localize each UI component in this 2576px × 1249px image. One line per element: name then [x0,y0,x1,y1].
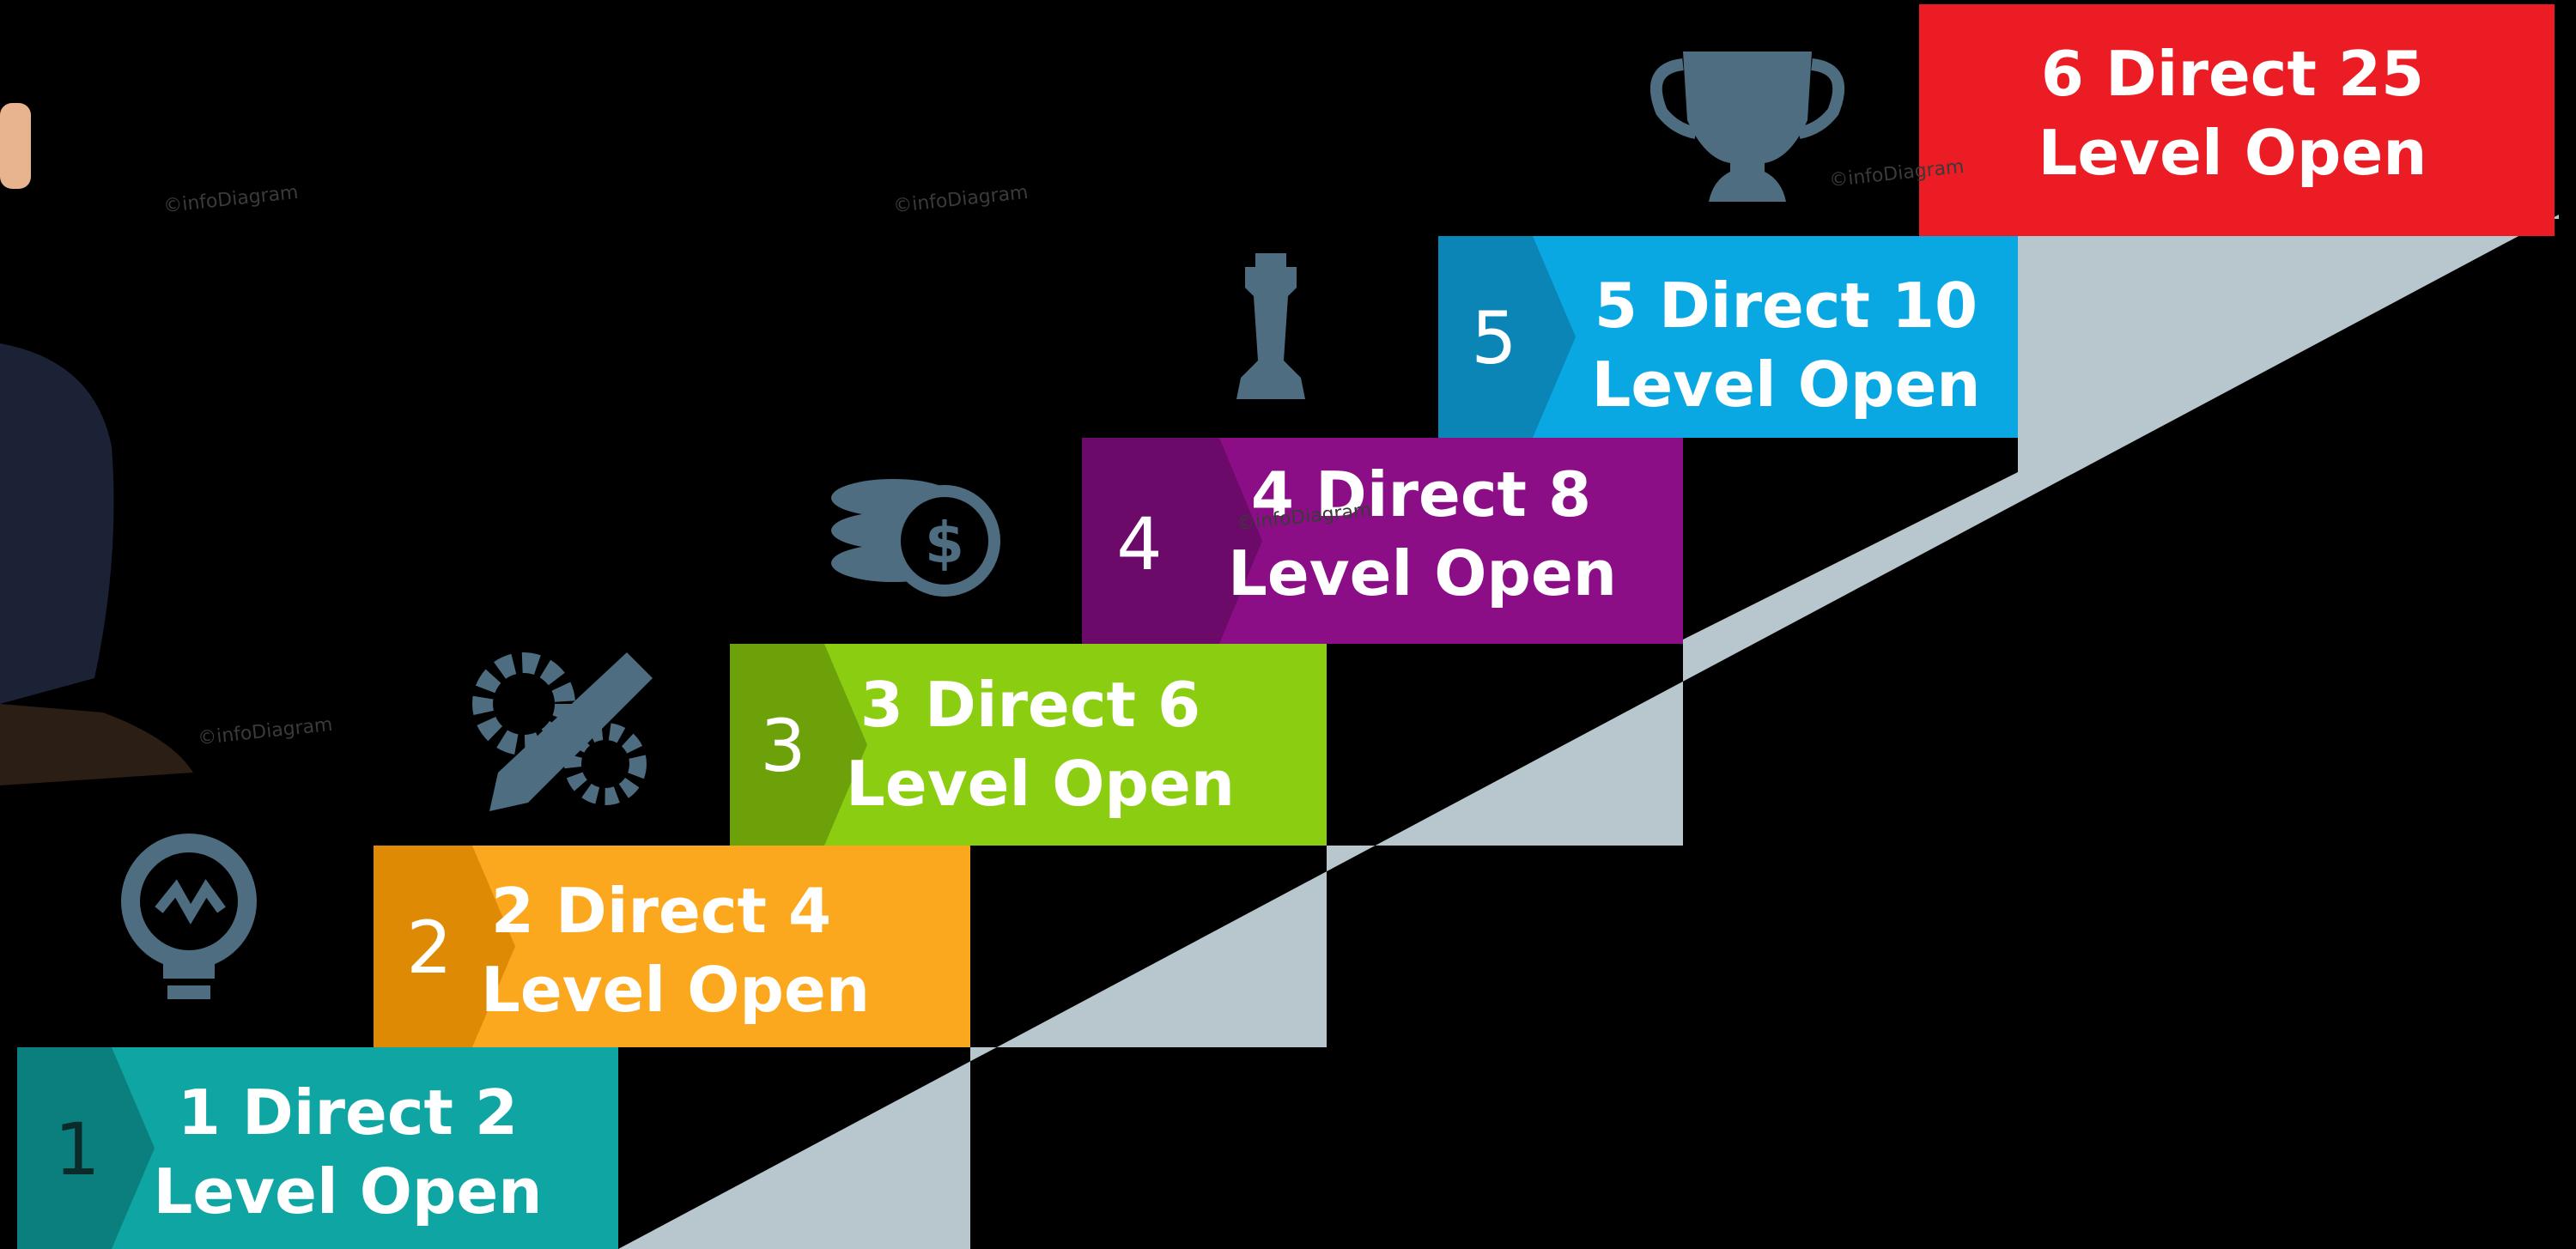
chess-rook-icon [1236,253,1305,399]
step-6-title: 6 Direct 25 [2040,38,2425,110]
step-5-number-tab [1438,236,1576,438]
step-2-number: 2 [406,906,453,990]
dollar-coin [889,485,1000,597]
step-4-subtitle: Level Open [1228,537,1618,609]
lightbulb-filament [155,879,226,925]
step-1-label: 1 Direct 2 Level Open [146,1073,550,1231]
step-5-number: 5 [1471,296,1517,380]
rook-gap-2 [1286,252,1298,267]
step-3-number: 3 [760,704,806,788]
step-3-subtitle: Level Open [846,748,1236,820]
step-2-number-tab [374,846,515,1047]
step-1-number-tab [17,1047,155,1249]
step-4-label: 4 Direct 8 Level Open [1228,455,1618,613]
gear-small [564,723,647,805]
trophy-handle-left [1649,58,1698,139]
dollar-sign: $ [925,510,964,576]
rook-gap-1 [1243,252,1255,267]
step-3-title: 3 Direct 6 [860,669,1201,741]
shoe-icon [0,704,193,785]
lightbulb-icon [121,834,257,969]
step-1-number: 1 [54,1107,100,1191]
step-6-label: 6 Direct 25 Level Open [2009,34,2456,192]
step-3-label: 3 Direct 6 Level Open [846,665,1236,823]
trophy-handle-right [1797,58,1845,139]
gear-pencil-icon [472,652,575,755]
step-6-block [1919,4,2555,236]
step-6-subtitle: Level Open [2038,117,2427,189]
step-4-title: 4 Direct 8 [1250,458,1592,531]
person-hand [0,103,31,189]
step-2-title: 2 Direct 4 [490,875,832,947]
step-2-subtitle: Level Open [481,954,871,1026]
riser-wedge [618,215,2559,1249]
pencil-shape [489,652,653,811]
step-5-label: 5 Direct 10 Level Open [1584,266,1988,424]
step-1-title: 1 Direct 2 [177,1076,519,1149]
step-4-number: 4 [1116,502,1163,586]
step-3-number-tab [730,644,867,846]
trophy-icon [1683,52,1812,202]
person-trouser [0,343,114,704]
lightbulb-base-2 [167,985,210,999]
step-1-subtitle: Level Open [153,1155,543,1228]
step-4-number-tab [1082,438,1262,644]
step-2-label: 2 Direct 4 Level Open [481,871,871,1029]
step-5-title: 5 Direct 10 [1594,270,1978,342]
lightbulb-base-1 [163,961,215,979]
step-5-subtitle: Level Open [1591,349,1981,421]
